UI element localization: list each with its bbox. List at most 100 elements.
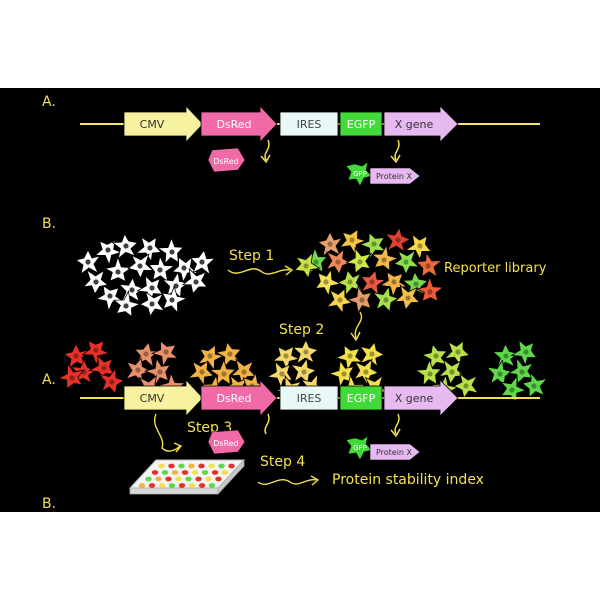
xgene-label: X gene: [395, 118, 434, 131]
well: [171, 470, 179, 475]
egfp-box: [339, 111, 383, 137]
xgene-label-2: X gene: [395, 392, 434, 405]
xgene-arrow-2: [383, 379, 459, 417]
well: [151, 470, 159, 475]
dsred-label: DsRed: [216, 118, 251, 131]
well: [158, 483, 166, 488]
well: [211, 470, 219, 475]
dsred-protein-label-2: DsRed: [213, 439, 239, 448]
protein-stability-index-label: Protein stability index: [332, 472, 484, 488]
well: [175, 476, 182, 482]
cell: [317, 231, 343, 257]
well: [155, 476, 162, 482]
well: [208, 463, 215, 469]
well: [188, 483, 196, 488]
xgene-arrowhead-2: [390, 428, 401, 438]
well: [221, 470, 229, 475]
step4-arrow: [257, 479, 317, 485]
well: [198, 483, 206, 488]
ires-label: IRES: [297, 118, 322, 131]
protein-x-shape-2: [369, 443, 421, 461]
xgene-arrow: [383, 105, 459, 143]
egfp-box-2: [339, 385, 383, 411]
dsred-protein: [207, 147, 246, 173]
well: [158, 463, 165, 469]
panel-b2-label: B.: [42, 496, 56, 512]
gfp-protein-2: [345, 435, 373, 461]
well: [165, 476, 172, 482]
well: [198, 463, 205, 469]
dsred-gene-arrow-2: [200, 378, 278, 418]
step4-arrowhead: [310, 475, 320, 486]
xgene-expression-arrow-2: [394, 413, 400, 435]
dsred-protein-label: DsRed: [213, 157, 239, 166]
well: [188, 463, 195, 469]
dsred-arrowhead: [260, 154, 271, 164]
cell: [384, 226, 412, 254]
well: [181, 470, 189, 475]
cell: [453, 373, 479, 399]
step1-arrow: [227, 268, 291, 275]
ires-box: [279, 111, 339, 137]
untransduced-cells-cluster: [75, 230, 217, 324]
gfp-protein-label: GFP: [353, 170, 367, 178]
cell: [358, 340, 386, 368]
cell: [391, 247, 421, 277]
dsred-expression-arrow-2: [264, 413, 270, 435]
well: [168, 483, 176, 488]
step4-label: Step 4: [260, 454, 305, 470]
step3-arrowhead: [173, 442, 183, 453]
dsred-protein-2: [207, 429, 246, 455]
dsred-expression-arrow: [264, 139, 270, 161]
gfp-protein-label-2: GFP: [353, 444, 367, 452]
cmv-label-2: CMV: [140, 392, 165, 405]
well: [201, 470, 209, 475]
ires-box-2: [279, 385, 339, 411]
protein-x-label: Protein X: [376, 172, 413, 181]
well: [161, 470, 169, 475]
well: [185, 476, 192, 482]
cmv-promoter-arrow-2: [123, 378, 204, 418]
well: [218, 463, 225, 469]
well: [178, 463, 185, 469]
protein-x-label-2: Protein X: [376, 448, 413, 457]
egfp-label-2: EGFP: [347, 392, 376, 405]
panel-a2-label: A.: [42, 372, 56, 388]
step3-arrow: [154, 413, 181, 452]
well: [195, 476, 202, 482]
well: [145, 476, 152, 482]
step2-arrowhead: [350, 331, 361, 342]
step2-arrow: [354, 311, 363, 339]
gfp-protein: [345, 161, 373, 187]
dsred-label-2: DsRed: [216, 392, 251, 405]
reporter-library-cells: [289, 223, 448, 318]
panel-a-label: A.: [42, 94, 56, 110]
protein-x-shape: [369, 167, 421, 185]
well: [168, 463, 175, 469]
step1-label: Step 1: [229, 248, 274, 264]
egfp-label: EGFP: [347, 118, 376, 131]
cell: [110, 230, 142, 262]
step1-arrowhead: [284, 265, 294, 276]
cmv-promoter-arrow: [123, 104, 204, 144]
microplate-wells: [138, 463, 235, 488]
panel-b-label: B.: [42, 216, 56, 232]
dsred-gene-arrow: [200, 104, 278, 144]
microplate: [128, 458, 246, 496]
well: [191, 470, 199, 475]
xgene-arrowhead: [390, 154, 401, 164]
well: [215, 476, 222, 482]
xgene-expression-arrow: [394, 139, 400, 161]
well: [228, 463, 235, 469]
cmv-label: CMV: [140, 118, 165, 131]
well: [178, 483, 186, 488]
ires-label-2: IRES: [297, 392, 322, 405]
well: [208, 483, 216, 488]
reporter-library-label: Reporter library: [444, 261, 547, 276]
well: [148, 483, 156, 488]
step2-label: Step 2: [279, 322, 324, 338]
well: [205, 476, 212, 482]
cell: [509, 335, 543, 369]
well: [138, 483, 146, 488]
